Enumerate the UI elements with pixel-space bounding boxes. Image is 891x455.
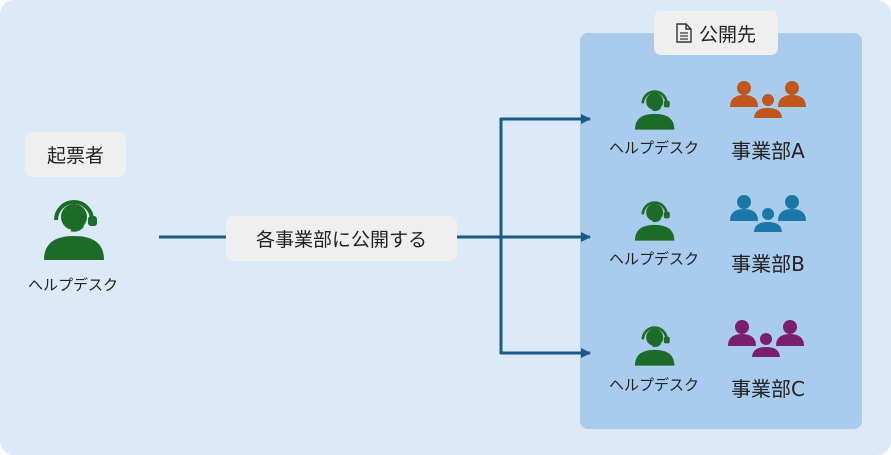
dept-c-label: 事業部C (731, 377, 805, 401)
helpdesk-person-icon (634, 326, 675, 366)
row-a-person-label: ヘルプデスク (608, 139, 699, 157)
publish-target-heading-box: 公開先 (654, 11, 778, 55)
dept-a-label: 事業部A (731, 139, 805, 163)
group-icon-dept-b (730, 195, 806, 233)
helpdesk-person-icon (634, 201, 675, 241)
publish-target-panel (580, 33, 862, 429)
requester-heading: 起票者 (25, 132, 126, 177)
helpdesk-person-icon (44, 200, 104, 260)
document-icon (676, 23, 692, 43)
helpdesk-person-icon (634, 90, 675, 130)
publish-target-heading: 公開先 (698, 23, 756, 46)
row-c-person-label: ヘルプデスク (608, 376, 699, 394)
group-icon-dept-c (728, 320, 804, 358)
row-b-person-label: ヘルプデスク (608, 250, 699, 268)
publish-action-label: 各事業部に公開する (226, 216, 457, 261)
group-icon-dept-a (730, 81, 806, 119)
requester-person-label: ヘルプデスク (27, 276, 118, 294)
dept-b-label: 事業部B (731, 252, 805, 276)
